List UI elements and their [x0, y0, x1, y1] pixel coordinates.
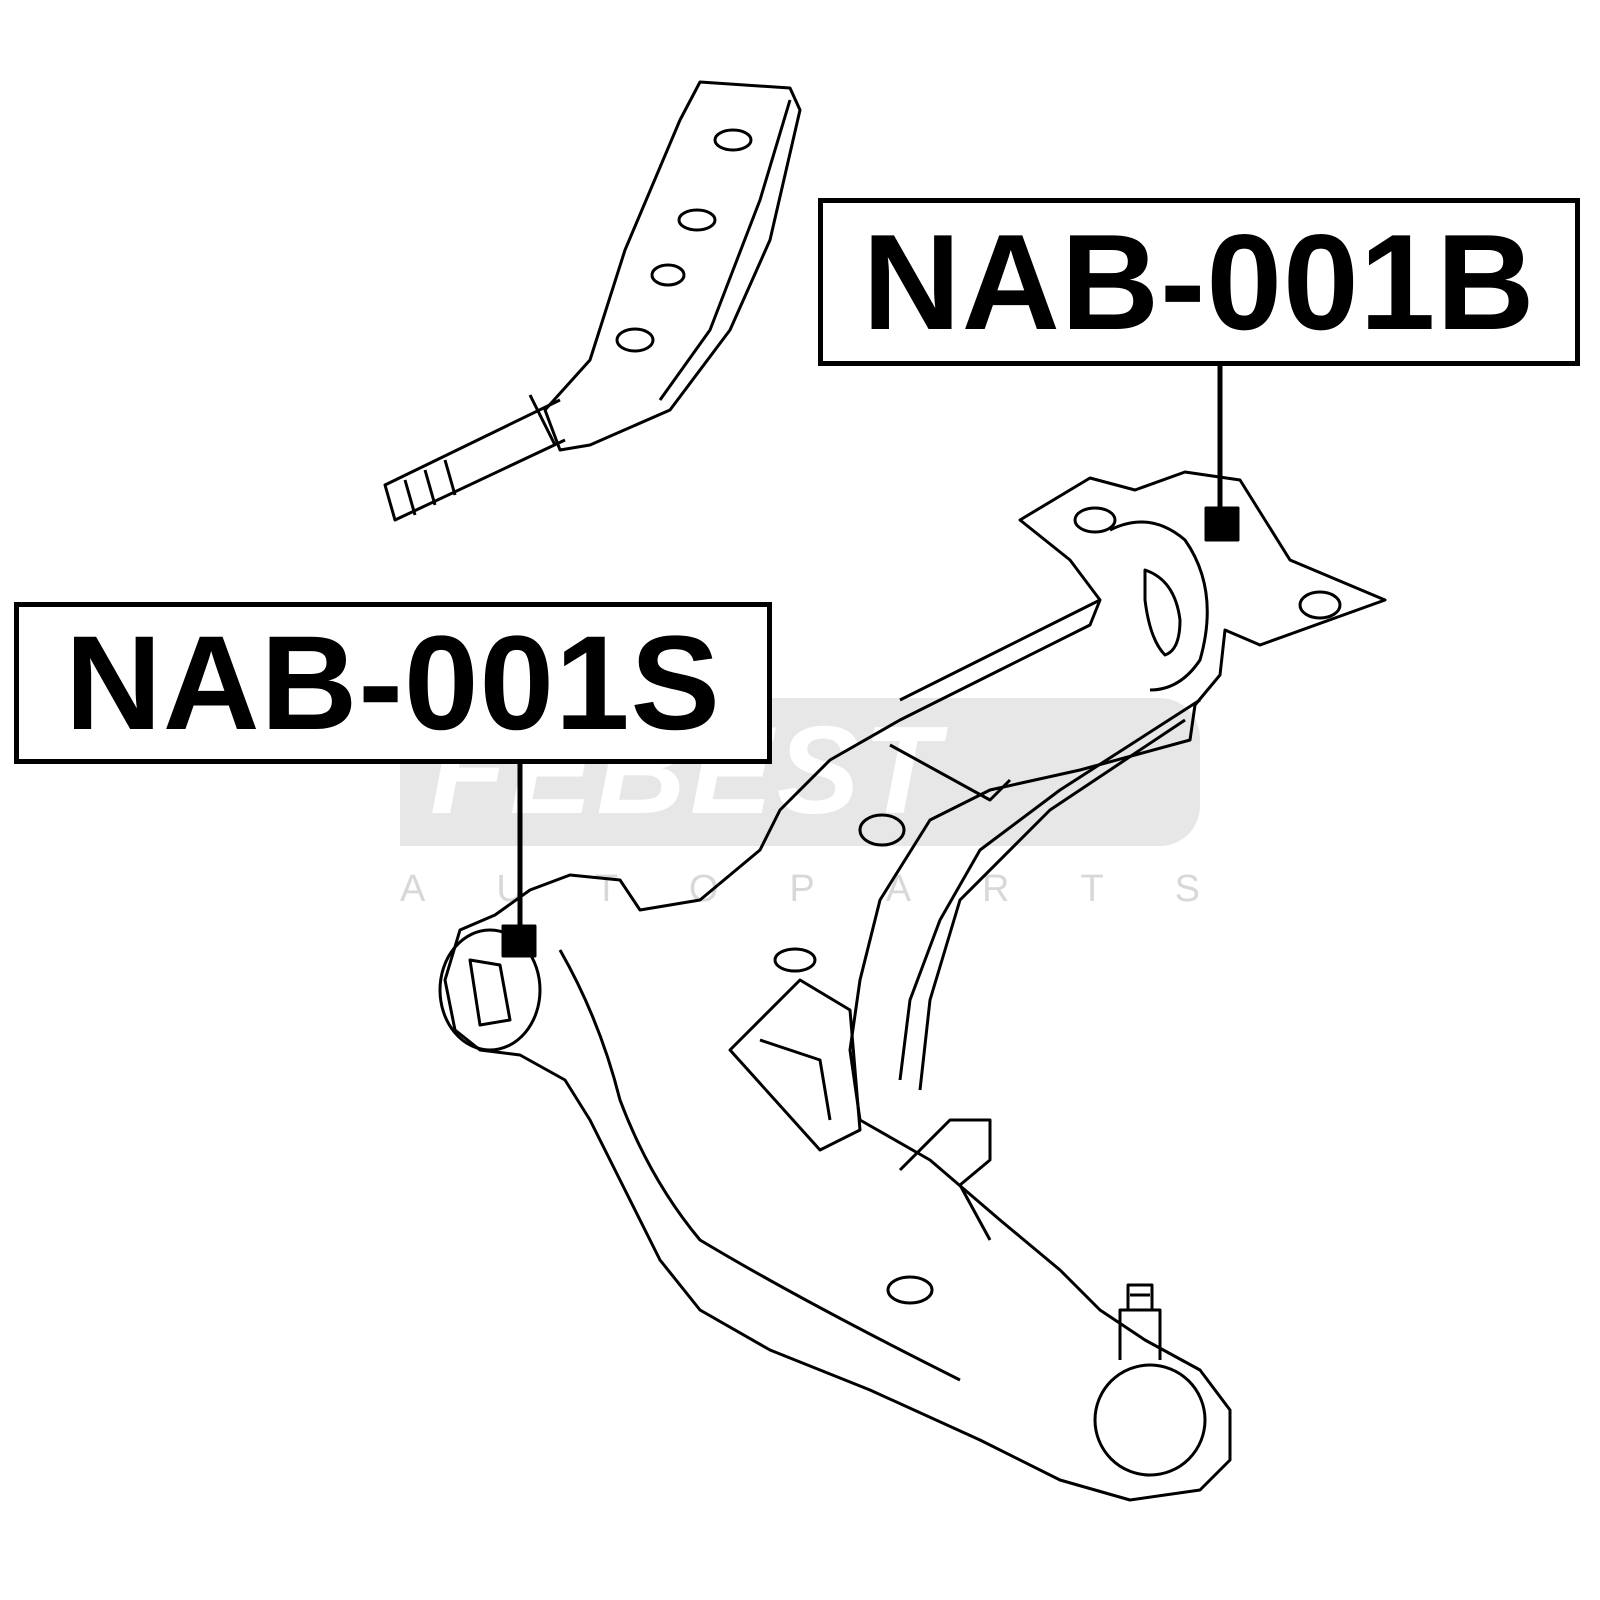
part-label-nab-001s: NAB-001S — [14, 602, 772, 764]
part-label-nab-001b: NAB-001B — [818, 198, 1580, 366]
tagline-letter: P — [789, 868, 815, 910]
tagline-letter: A — [885, 868, 912, 910]
upper-bracket — [383, 80, 802, 522]
tagline-letter: A — [400, 868, 426, 910]
tagline-letter: S — [1174, 868, 1200, 910]
marker-b — [1204, 506, 1240, 542]
lower-control-arm — [438, 470, 1387, 1502]
tagline-letter: T — [1080, 868, 1104, 910]
